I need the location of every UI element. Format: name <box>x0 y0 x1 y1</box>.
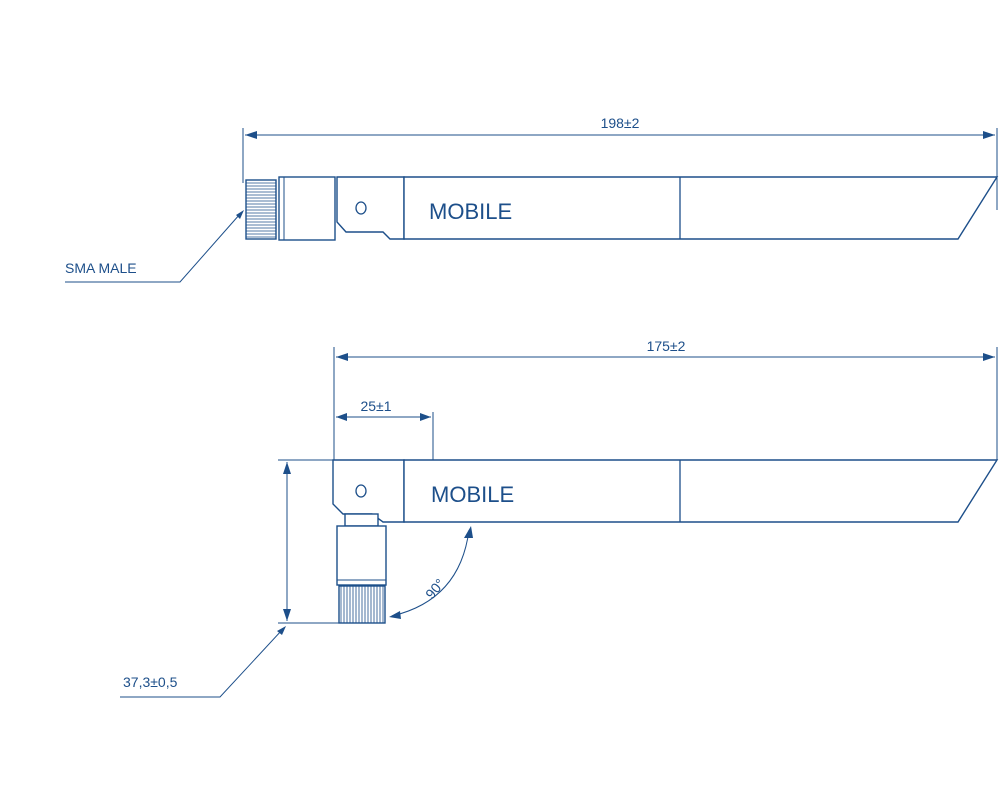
length-198-label: 198±2 <box>601 115 640 131</box>
sma-connector-bent <box>336 513 387 624</box>
height-37-label: 37,3±0,5 <box>123 674 178 690</box>
offset-25-dimension: 25±1 <box>336 398 434 460</box>
length-175-dimension: 175±2 <box>333 338 998 460</box>
brand-label-bottom: MOBILE <box>431 482 514 507</box>
bent-antenna-view: 175±2 25±1 MOBILE <box>120 338 999 698</box>
height-37-dimension: 37,3±0,5 <box>120 459 339 698</box>
antenna-body-bent: MOBILE <box>403 459 999 523</box>
length-198-dimension: 198±2 <box>242 115 998 210</box>
brand-label-top: MOBILE <box>429 199 512 224</box>
sma-connector-straight <box>245 176 336 241</box>
straight-antenna-view: 198±2 MOBILE SMA MALE <box>65 115 999 283</box>
offset-25-label: 25±1 <box>360 398 391 414</box>
hinge-bent <box>332 459 405 523</box>
sma-male-callout: SMA MALE <box>65 210 244 283</box>
length-175-label: 175±2 <box>647 338 686 354</box>
bend-angle-dimension: 90° <box>389 526 473 619</box>
bend-angle-label: 90° <box>422 575 448 602</box>
antenna-body-straight: MOBILE <box>403 176 999 240</box>
hinge-straight <box>336 176 405 240</box>
sma-male-label: SMA MALE <box>65 260 137 276</box>
